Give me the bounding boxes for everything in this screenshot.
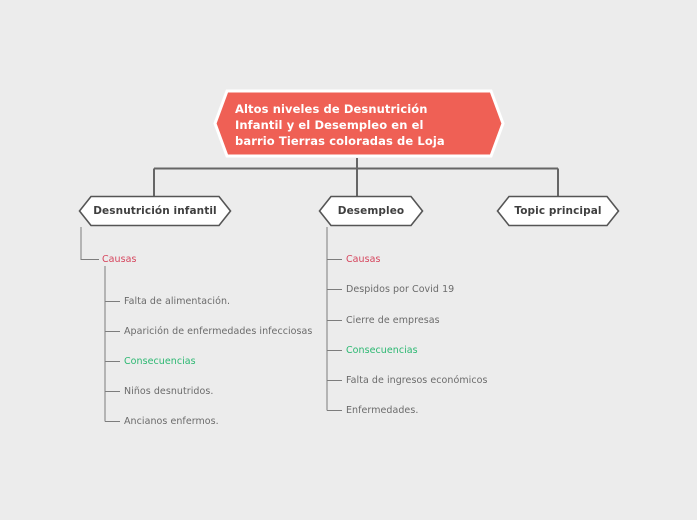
root-hexagon-shape: [213, 89, 505, 158]
leaf-desnutricion-falta-alimentacion[interactable]: Falta de alimentación.: [124, 296, 231, 307]
leaf-desempleo-consecuencias[interactable]: Consecuencias: [346, 345, 418, 356]
leaf-desempleo-despidos-covid[interactable]: Despidos por Covid 19: [346, 284, 455, 295]
topic-node-desempleo[interactable]: Desempleo: [318, 195, 424, 227]
root-node[interactable]: Altos niveles de Desnutrición Infantil y…: [213, 89, 505, 158]
topic-node-desnutricion-infantil[interactable]: Desnutrición infantil: [78, 195, 232, 227]
leaf-desempleo-cierre-empresas[interactable]: Cierre de empresas: [346, 315, 440, 326]
hexagon-shape: [318, 195, 424, 227]
leaf-desempleo-causas[interactable]: Causas: [346, 254, 381, 265]
topic-node-label: Desnutrición infantil: [93, 205, 217, 217]
leaf-desempleo-falta-ingresos[interactable]: Falta de ingresos económicos: [346, 375, 488, 386]
root-node-label: Altos niveles de Desnutrición Infantil y…: [235, 102, 445, 148]
leaf-desnutricion-enfermedades-infecciosas[interactable]: Aparición de enfermedades infecciosas: [124, 326, 313, 337]
leaf-desnutricion-consecuencias[interactable]: Consecuencias: [124, 356, 196, 367]
topic-node-label: Topic principal: [514, 205, 602, 217]
topic-node-topic-principal[interactable]: Topic principal: [496, 195, 620, 227]
hexagon-shape: [78, 195, 232, 227]
leaf-desempleo-enfermedades[interactable]: Enfermedades.: [346, 405, 419, 416]
topic-node-label: Desempleo: [337, 205, 405, 217]
connector-left-causas: [80, 227, 99, 261]
leaf-desnutricion-causas[interactable]: Causas: [102, 254, 137, 265]
leaf-desnutricion-ancianos-enfermos[interactable]: Ancianos enfermos.: [124, 416, 219, 427]
leaf-desnutricion-ninos-desnutridos[interactable]: Niños desnutridos.: [124, 386, 214, 397]
hexagon-shape: [496, 195, 620, 227]
